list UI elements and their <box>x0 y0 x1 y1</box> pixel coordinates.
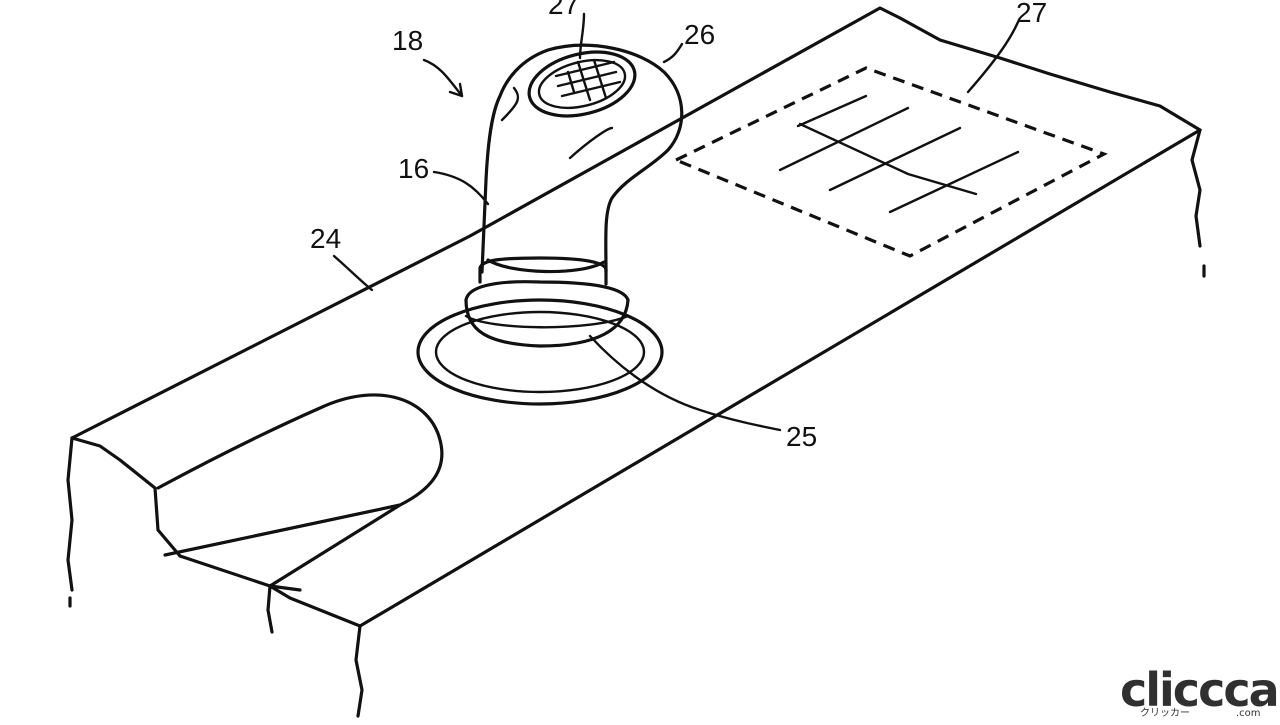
watermark-text: clicccar <box>1120 663 1280 717</box>
shift-lever <box>480 43 684 274</box>
label-shift-lever: 16 <box>398 153 429 184</box>
watermark-suffix: .com <box>1236 708 1261 719</box>
label-shift-knob-assembly: 18 <box>392 25 423 56</box>
label-shift-pattern-on-console: 27 <box>1016 0 1047 28</box>
console-shift-pattern <box>672 66 1108 258</box>
label-console: 24 <box>310 223 341 254</box>
console-body <box>66 6 1206 718</box>
leader-lines <box>332 12 1020 432</box>
knob-detail-line <box>568 126 614 160</box>
reference-numerals: 18 27 26 16 24 25 27 <box>310 0 1047 452</box>
knob-head-shift-pattern <box>527 50 637 118</box>
watermark-subtext: クリッカー <box>1140 707 1190 719</box>
label-shift-pattern-on-knob: 27 <box>548 0 579 20</box>
clicccar-watermark-logo: clicccar クリッカー .com <box>1120 663 1280 719</box>
label-knob-head: 26 <box>684 19 715 50</box>
shift-boot <box>416 256 664 406</box>
knob-detail-line <box>500 86 520 122</box>
label-boot: 25 <box>786 421 817 452</box>
